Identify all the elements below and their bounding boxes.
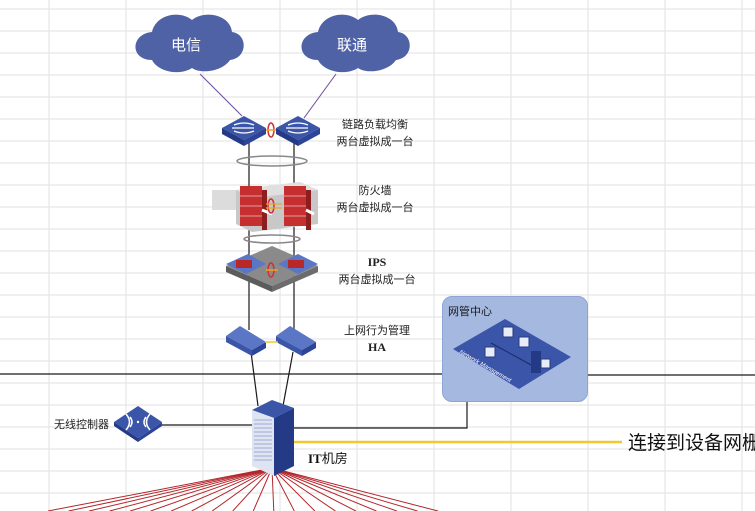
access-link <box>271 467 295 511</box>
nm-link <box>293 400 468 429</box>
access-link <box>211 467 273 511</box>
core-label-prefix: IT <box>308 451 322 466</box>
cloud-telecom[interactable] <box>135 14 244 73</box>
router-icon[interactable] <box>222 116 266 146</box>
layer-title: 上网行为管理 <box>344 324 410 337</box>
layer-subtitle: 两台虚拟成一台 <box>336 201 414 214</box>
access-link <box>271 467 439 511</box>
wireless-controller-icon[interactable] <box>114 406 162 442</box>
stack-ring <box>243 234 301 244</box>
cloud-telecom-label: 电信 <box>170 36 201 54</box>
core-room-label: IT机房 <box>308 448 348 467</box>
access-link <box>47 467 273 511</box>
layer-subtitle: 两台虚拟成一台 <box>338 273 416 286</box>
core-label-suffix: 机房 <box>321 452 348 467</box>
layer-label-ips: IPS 两台虚拟成一台 <box>332 254 422 288</box>
nm-title: 网管中心 <box>448 305 492 318</box>
firewall-icon[interactable] <box>212 182 318 232</box>
ips-icon[interactable] <box>226 246 318 292</box>
layer-title: 防火墙 <box>358 184 392 197</box>
network-management-illustration: Network Management <box>453 319 571 389</box>
telecom-uplink <box>199 73 243 117</box>
behavior-to-core-right <box>282 351 294 407</box>
access-link <box>271 467 418 511</box>
layer-subtitle: HA <box>368 340 386 354</box>
access-link <box>129 467 273 511</box>
access-link <box>252 467 273 511</box>
layer-label-firewall: 防火墙 两台虚拟成一台 <box>330 182 420 216</box>
appliance-icon[interactable] <box>226 326 266 356</box>
cloud-unicom[interactable] <box>301 14 410 73</box>
cloud-unicom-label: 联通 <box>336 36 367 54</box>
access-link <box>232 467 273 511</box>
layer-label-link-balancer: 链路负载均衡 两台虚拟成一台 <box>330 116 420 150</box>
unicom-uplink <box>303 73 337 119</box>
router-icon[interactable] <box>276 116 320 146</box>
core-server-icon[interactable] <box>252 400 294 476</box>
access-link <box>271 467 357 511</box>
access-links <box>47 467 439 511</box>
access-link <box>68 467 273 511</box>
access-link <box>271 467 316 511</box>
access-link <box>88 467 273 511</box>
appliance-icon[interactable] <box>276 326 316 356</box>
network-management-center[interactable]: 网管中心 Network Management <box>442 296 588 402</box>
layer-label-behavior-mgmt: 上网行为管理 HA <box>332 322 422 356</box>
layer-title: IPS <box>367 255 387 269</box>
access-link <box>191 467 273 511</box>
access-link <box>271 467 398 511</box>
access-link <box>109 467 273 511</box>
stack-ring <box>236 155 308 167</box>
uplink-note: 连接到设备网栅 <box>628 432 755 454</box>
access-link <box>271 467 377 511</box>
access-link <box>271 467 336 511</box>
access-link <box>150 467 273 511</box>
layer-subtitle: 两台虚拟成一台 <box>336 135 414 148</box>
access-link <box>170 467 273 511</box>
behavior-to-core-left <box>250 351 259 407</box>
layer-title: 链路负载均衡 <box>342 118 408 131</box>
wireless-controller-label: 无线控制器 <box>54 418 109 431</box>
